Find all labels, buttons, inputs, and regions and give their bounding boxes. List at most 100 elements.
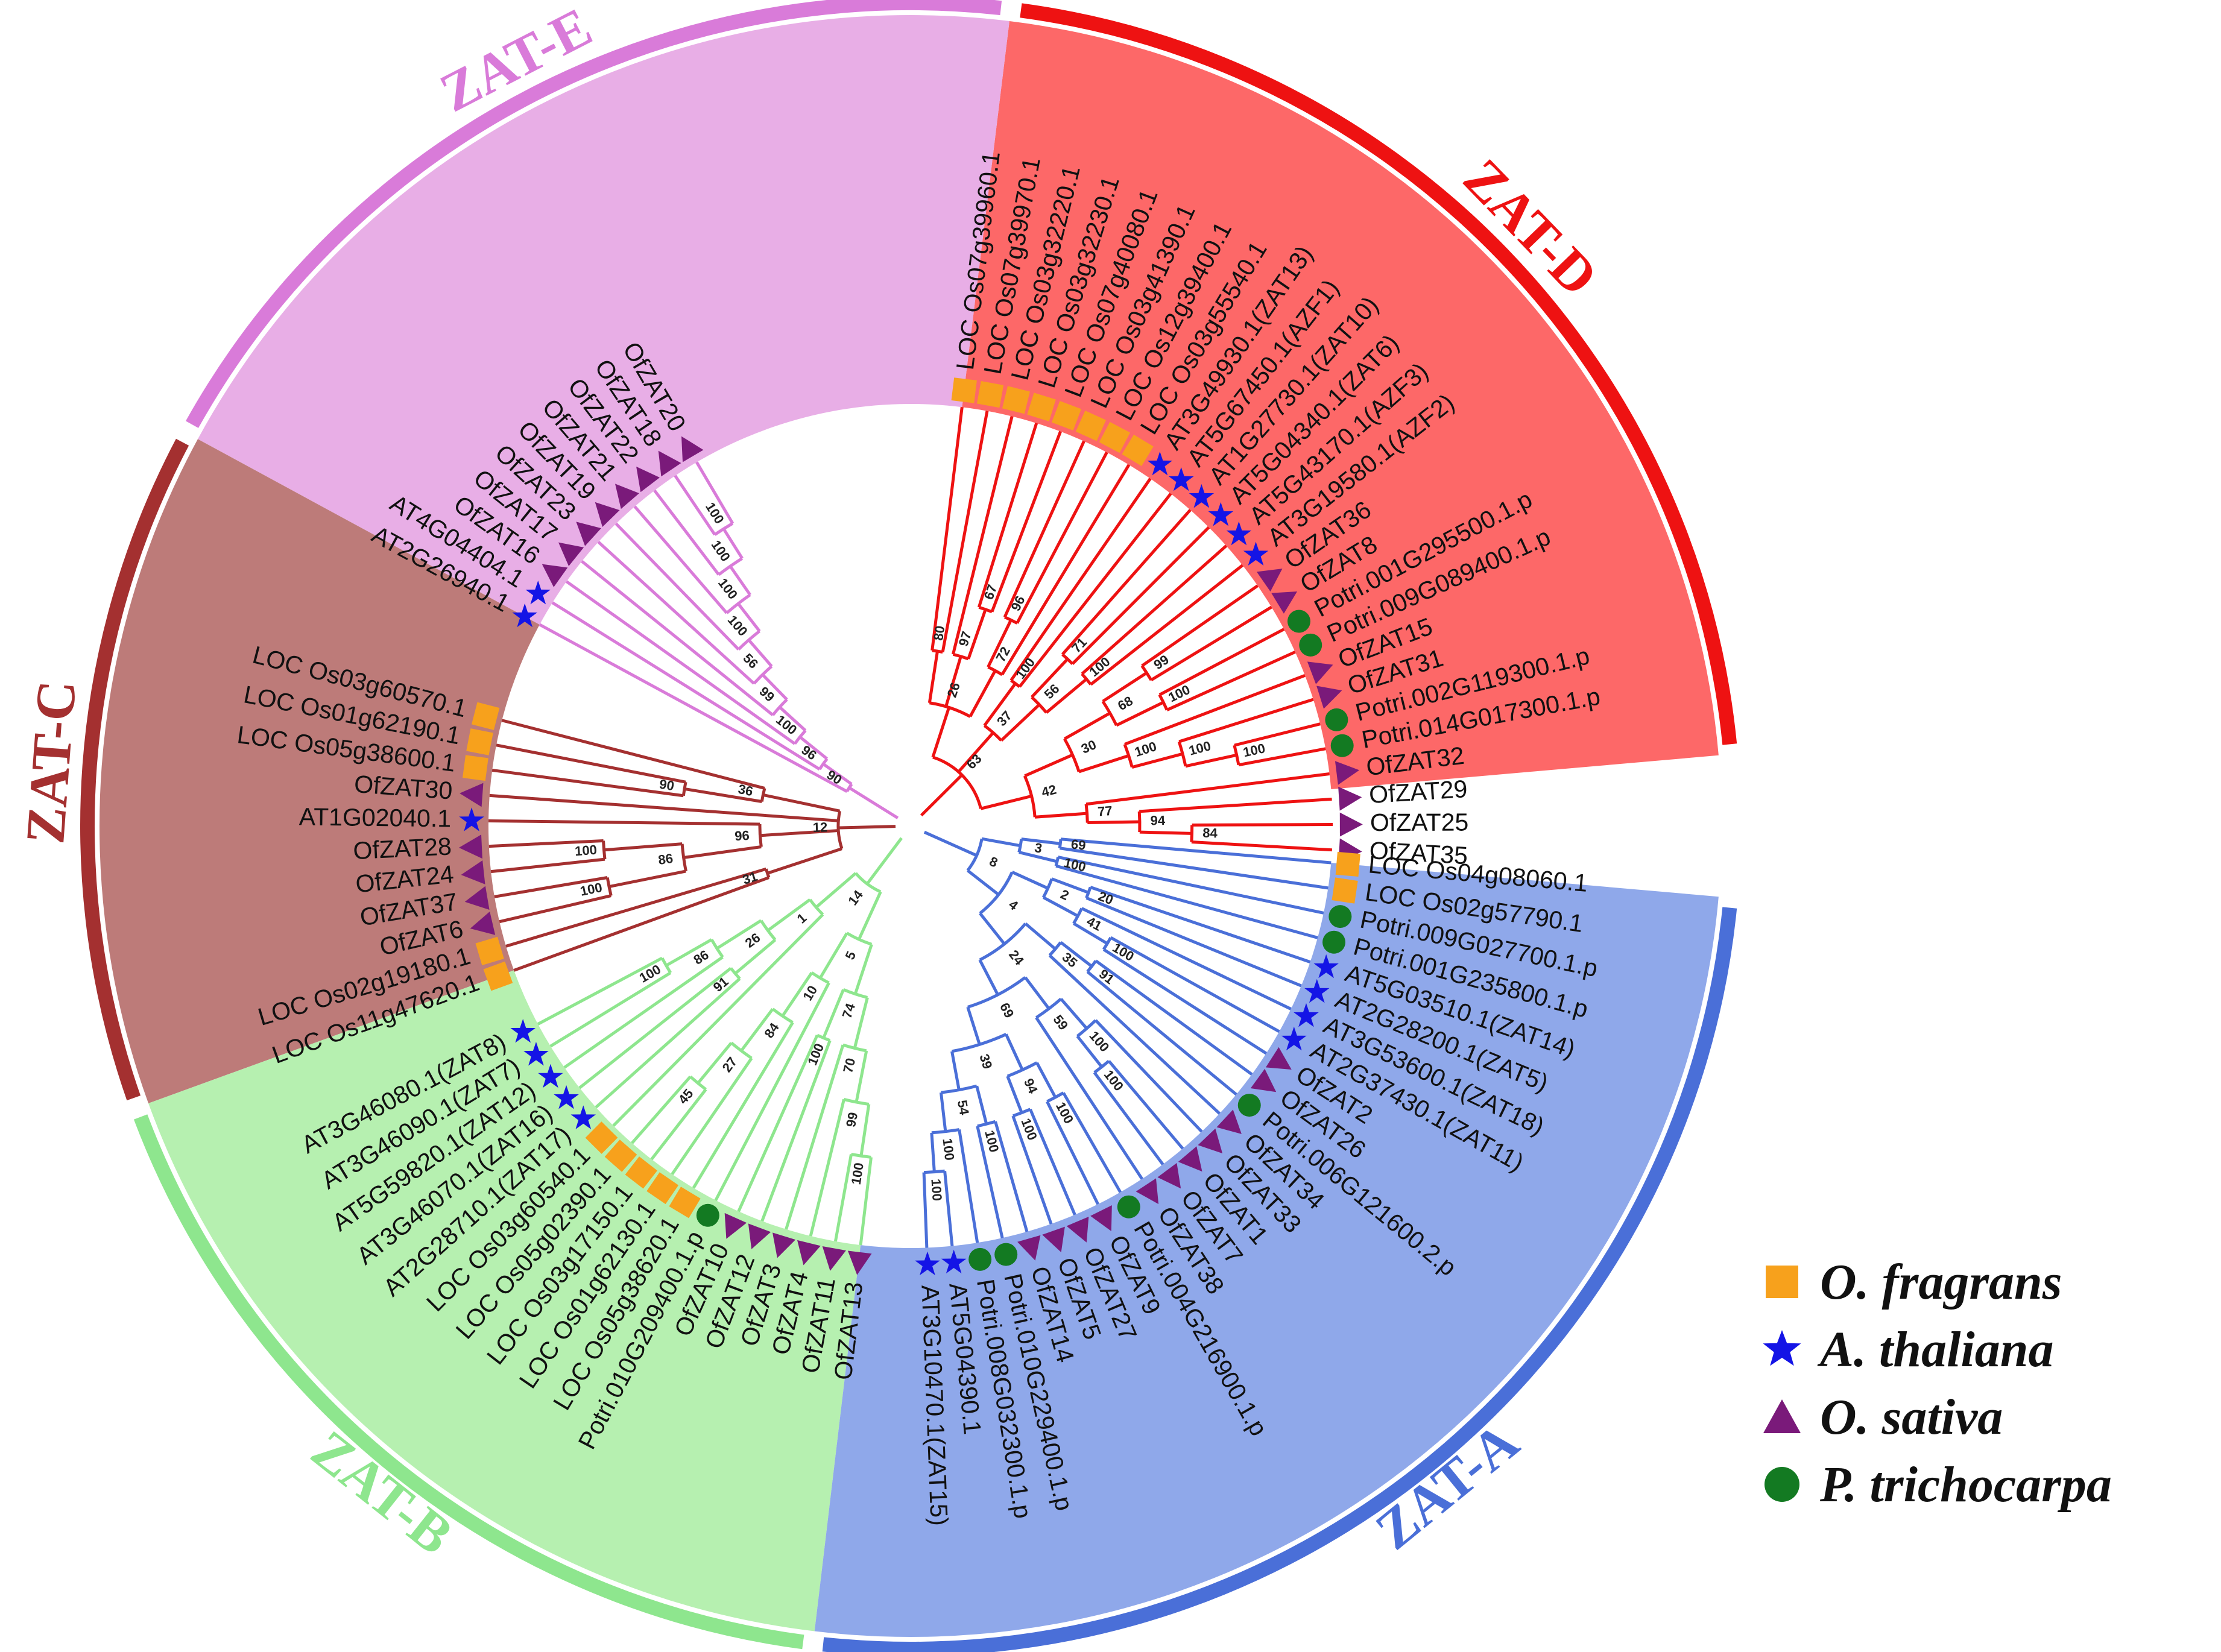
branch-line bbox=[1035, 1017, 1143, 1180]
branch-line bbox=[1062, 1092, 1122, 1193]
clade-backgrounds bbox=[99, 14, 1719, 1637]
branch-line bbox=[859, 1104, 871, 1156]
branch-arc bbox=[843, 1097, 870, 1106]
purple-triangle-icon bbox=[1198, 1128, 1223, 1154]
branch-line bbox=[1000, 464, 1131, 676]
branch-arc bbox=[1054, 857, 1060, 866]
branch-line bbox=[650, 1088, 707, 1161]
purple-triangle-icon bbox=[636, 466, 660, 493]
branch-line bbox=[930, 1132, 936, 1172]
branch-line bbox=[941, 411, 989, 652]
branch-line bbox=[815, 872, 857, 909]
branch-line bbox=[674, 474, 716, 536]
legend-item-p-trichocarpa: P. trichocarpa bbox=[1761, 1451, 2207, 1518]
branch-line bbox=[939, 1092, 947, 1132]
branch-line bbox=[798, 736, 829, 760]
blue-star-icon bbox=[1147, 451, 1173, 476]
bootstrap-value: 100 bbox=[1133, 739, 1158, 760]
green-circle-icon bbox=[1322, 930, 1346, 954]
branch-line bbox=[818, 932, 848, 979]
branch-arc bbox=[605, 877, 613, 897]
purple-triangle-icon bbox=[681, 436, 704, 462]
leaf-label: AT1G02040.1 bbox=[299, 802, 452, 832]
branch-line bbox=[950, 1051, 961, 1091]
bootstrap-value: 91 bbox=[1096, 966, 1117, 987]
green-circle-icon bbox=[968, 1247, 992, 1271]
purple-triangle-icon bbox=[1157, 1162, 1181, 1189]
branch-arc bbox=[713, 522, 734, 536]
branch-arc bbox=[851, 1153, 871, 1159]
green-circle-icon bbox=[1330, 734, 1354, 757]
blue-star-icon bbox=[1208, 502, 1234, 526]
bootstrap-value: 100 bbox=[1063, 855, 1088, 875]
branch-line bbox=[1034, 812, 1087, 819]
orange-square-icon bbox=[475, 936, 504, 965]
branch-line bbox=[987, 619, 1013, 668]
branch-line bbox=[855, 1050, 868, 1103]
purple-triangle-icon bbox=[558, 542, 584, 567]
branch-line bbox=[565, 580, 796, 745]
branch-arc bbox=[932, 755, 982, 809]
branch-line bbox=[978, 959, 999, 996]
branch-line bbox=[671, 1057, 753, 1175]
bootstrap-value: 97 bbox=[956, 629, 975, 648]
orange-square-icon bbox=[976, 380, 1004, 408]
leaf-label: OfZAT35 bbox=[1369, 836, 1469, 869]
bootstrap-value: 37 bbox=[994, 708, 1015, 729]
purple-triangle-icon bbox=[1338, 786, 1362, 811]
branch-arc bbox=[771, 1007, 794, 1024]
branch-line bbox=[1029, 1108, 1076, 1215]
bootstrap-value: 42 bbox=[1040, 781, 1058, 799]
branch-arc bbox=[977, 1120, 996, 1128]
branch-line bbox=[977, 423, 1038, 608]
branch-line bbox=[1102, 948, 1268, 1055]
purple-triangle-icon bbox=[1256, 569, 1283, 592]
branch-line bbox=[1078, 754, 1129, 774]
purple-triangle-icon bbox=[797, 1240, 821, 1266]
purple-triangle-icon bbox=[658, 450, 681, 477]
purple-triangle-icon bbox=[1042, 1226, 1065, 1253]
branch-line bbox=[1019, 851, 1058, 863]
purple-triangle-icon bbox=[1017, 1235, 1041, 1261]
branch-line bbox=[957, 731, 994, 773]
branch-line bbox=[966, 1006, 981, 1045]
blue-star-icon bbox=[512, 603, 538, 628]
branch-line bbox=[922, 1172, 929, 1248]
branch-line bbox=[1185, 753, 1237, 768]
branch-arc bbox=[931, 1128, 960, 1135]
branch-line bbox=[491, 768, 684, 798]
branch-line bbox=[728, 565, 751, 596]
branch-arc bbox=[1063, 738, 1081, 772]
branch-line bbox=[714, 982, 830, 1202]
branch-arc bbox=[1081, 673, 1092, 686]
branch-arc bbox=[846, 932, 873, 946]
branch-line bbox=[1064, 711, 1111, 740]
orange-square-icon bbox=[1075, 411, 1107, 441]
branch-line bbox=[612, 913, 824, 1127]
purple-triangle-icon bbox=[1216, 1109, 1242, 1134]
blue-star-icon bbox=[570, 1105, 596, 1129]
branch-arc bbox=[681, 781, 687, 796]
branch-line bbox=[1024, 976, 1050, 1010]
legend-label: A. thaliana bbox=[1820, 1321, 2054, 1378]
branch-line bbox=[968, 670, 997, 717]
blue-star-icon bbox=[1189, 484, 1215, 508]
branch-line bbox=[1095, 1019, 1203, 1133]
branch-arc bbox=[1101, 700, 1118, 727]
clade-e-wedge bbox=[197, 14, 1009, 625]
branch-arc bbox=[817, 1033, 831, 1042]
orange-square-icon bbox=[604, 1140, 637, 1172]
branch-arc bbox=[1035, 997, 1063, 1019]
branch-line bbox=[737, 602, 761, 632]
branch-line bbox=[1093, 1071, 1164, 1165]
branch-line bbox=[1086, 970, 1237, 1096]
bootstrap-value: 100 bbox=[1187, 738, 1213, 758]
branch-arc bbox=[923, 1169, 945, 1174]
branch-line bbox=[1009, 478, 1152, 681]
green-circle-icon bbox=[1328, 905, 1352, 928]
branch-arc bbox=[718, 556, 744, 576]
branch-line bbox=[1018, 493, 1172, 688]
bootstrap-value: 84 bbox=[1202, 825, 1218, 841]
bootstrap-value: 12 bbox=[812, 819, 827, 835]
clade-label-c: ZAT-C bbox=[14, 678, 87, 846]
